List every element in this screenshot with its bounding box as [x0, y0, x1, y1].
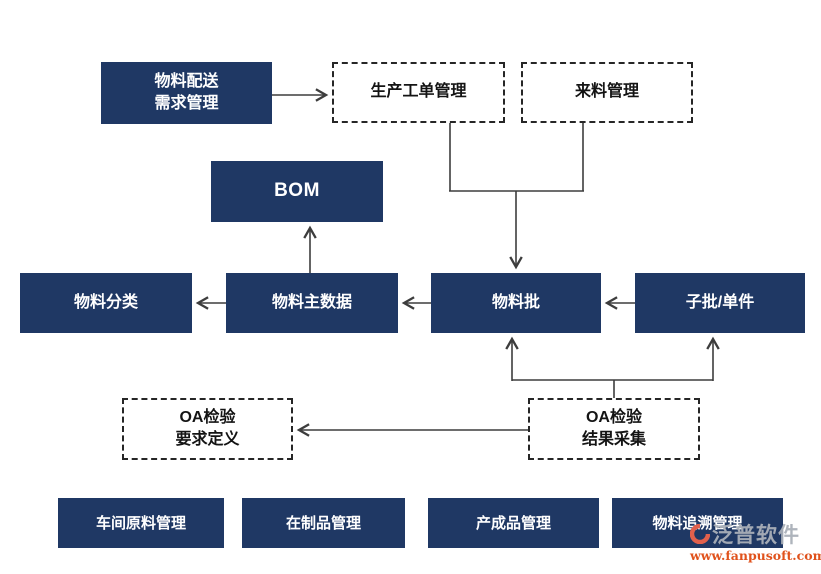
watermark-logo-text: 泛普软件	[712, 524, 800, 547]
node-work-in-progress: 在制品管理	[242, 498, 405, 548]
node-material-distribution-demand: 物料配送 需求管理	[101, 62, 272, 124]
watermark: 泛普软件 www.fanpusoft.com	[690, 519, 821, 563]
node-workshop-raw-material: 车间原料管理	[58, 498, 224, 548]
node-material-batch: 物料批	[431, 273, 601, 333]
node-qa-result-collection: OA检验 结果采集	[528, 398, 700, 460]
node-material-master-data: 物料主数据	[226, 273, 398, 333]
node-finished-goods: 产成品管理	[428, 498, 599, 548]
node-bom: BOM	[211, 161, 383, 222]
fanpu-logo-icon	[690, 524, 710, 544]
node-material-category: 物料分类	[20, 273, 192, 333]
node-sub-batch-unit: 子批/单件	[635, 273, 805, 333]
node-qa-requirement-definition: OA检验 要求定义	[122, 398, 293, 460]
watermark-url: www.fanpusoft.com	[690, 548, 821, 563]
node-incoming-material: 来料管理	[521, 62, 693, 123]
node-production-work-order: 生产工单管理	[332, 62, 505, 123]
